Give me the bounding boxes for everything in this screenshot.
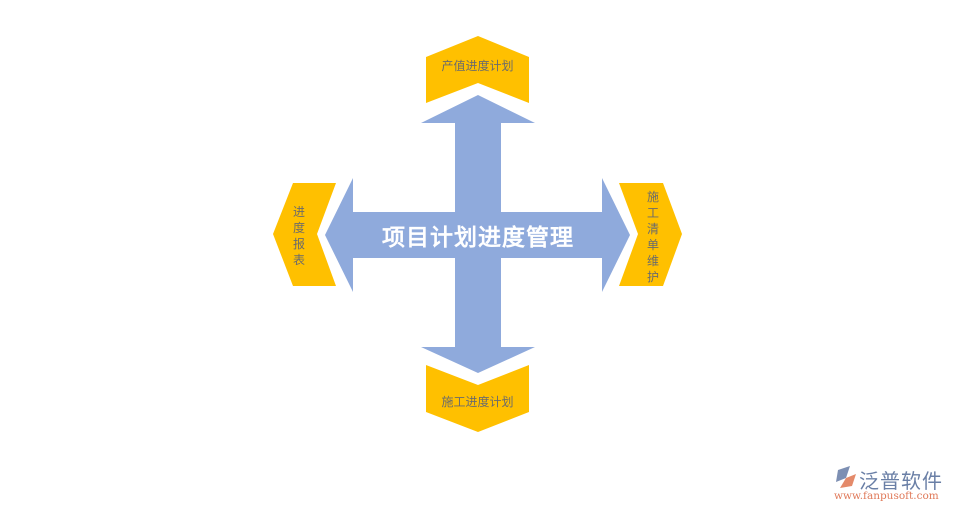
- node-left-label: 进度报表: [292, 205, 305, 267]
- chevron-top: [426, 36, 529, 103]
- node-right-label: 施工清单维护: [646, 190, 659, 284]
- logo-name: 泛普软件: [859, 469, 943, 493]
- node-top-label: 产值进度计划: [441, 59, 514, 73]
- center-title: 项目计划进度管理: [382, 225, 574, 251]
- chevron-left: [273, 183, 336, 286]
- chevron-right: [619, 183, 682, 286]
- node-bottom-label: 施工进度计划: [441, 395, 514, 409]
- chevron-bottom: [426, 365, 529, 432]
- cross-arrow: [325, 95, 630, 373]
- logo-icon: [836, 466, 856, 488]
- logo-url: www.fanpusoft.com: [834, 490, 939, 502]
